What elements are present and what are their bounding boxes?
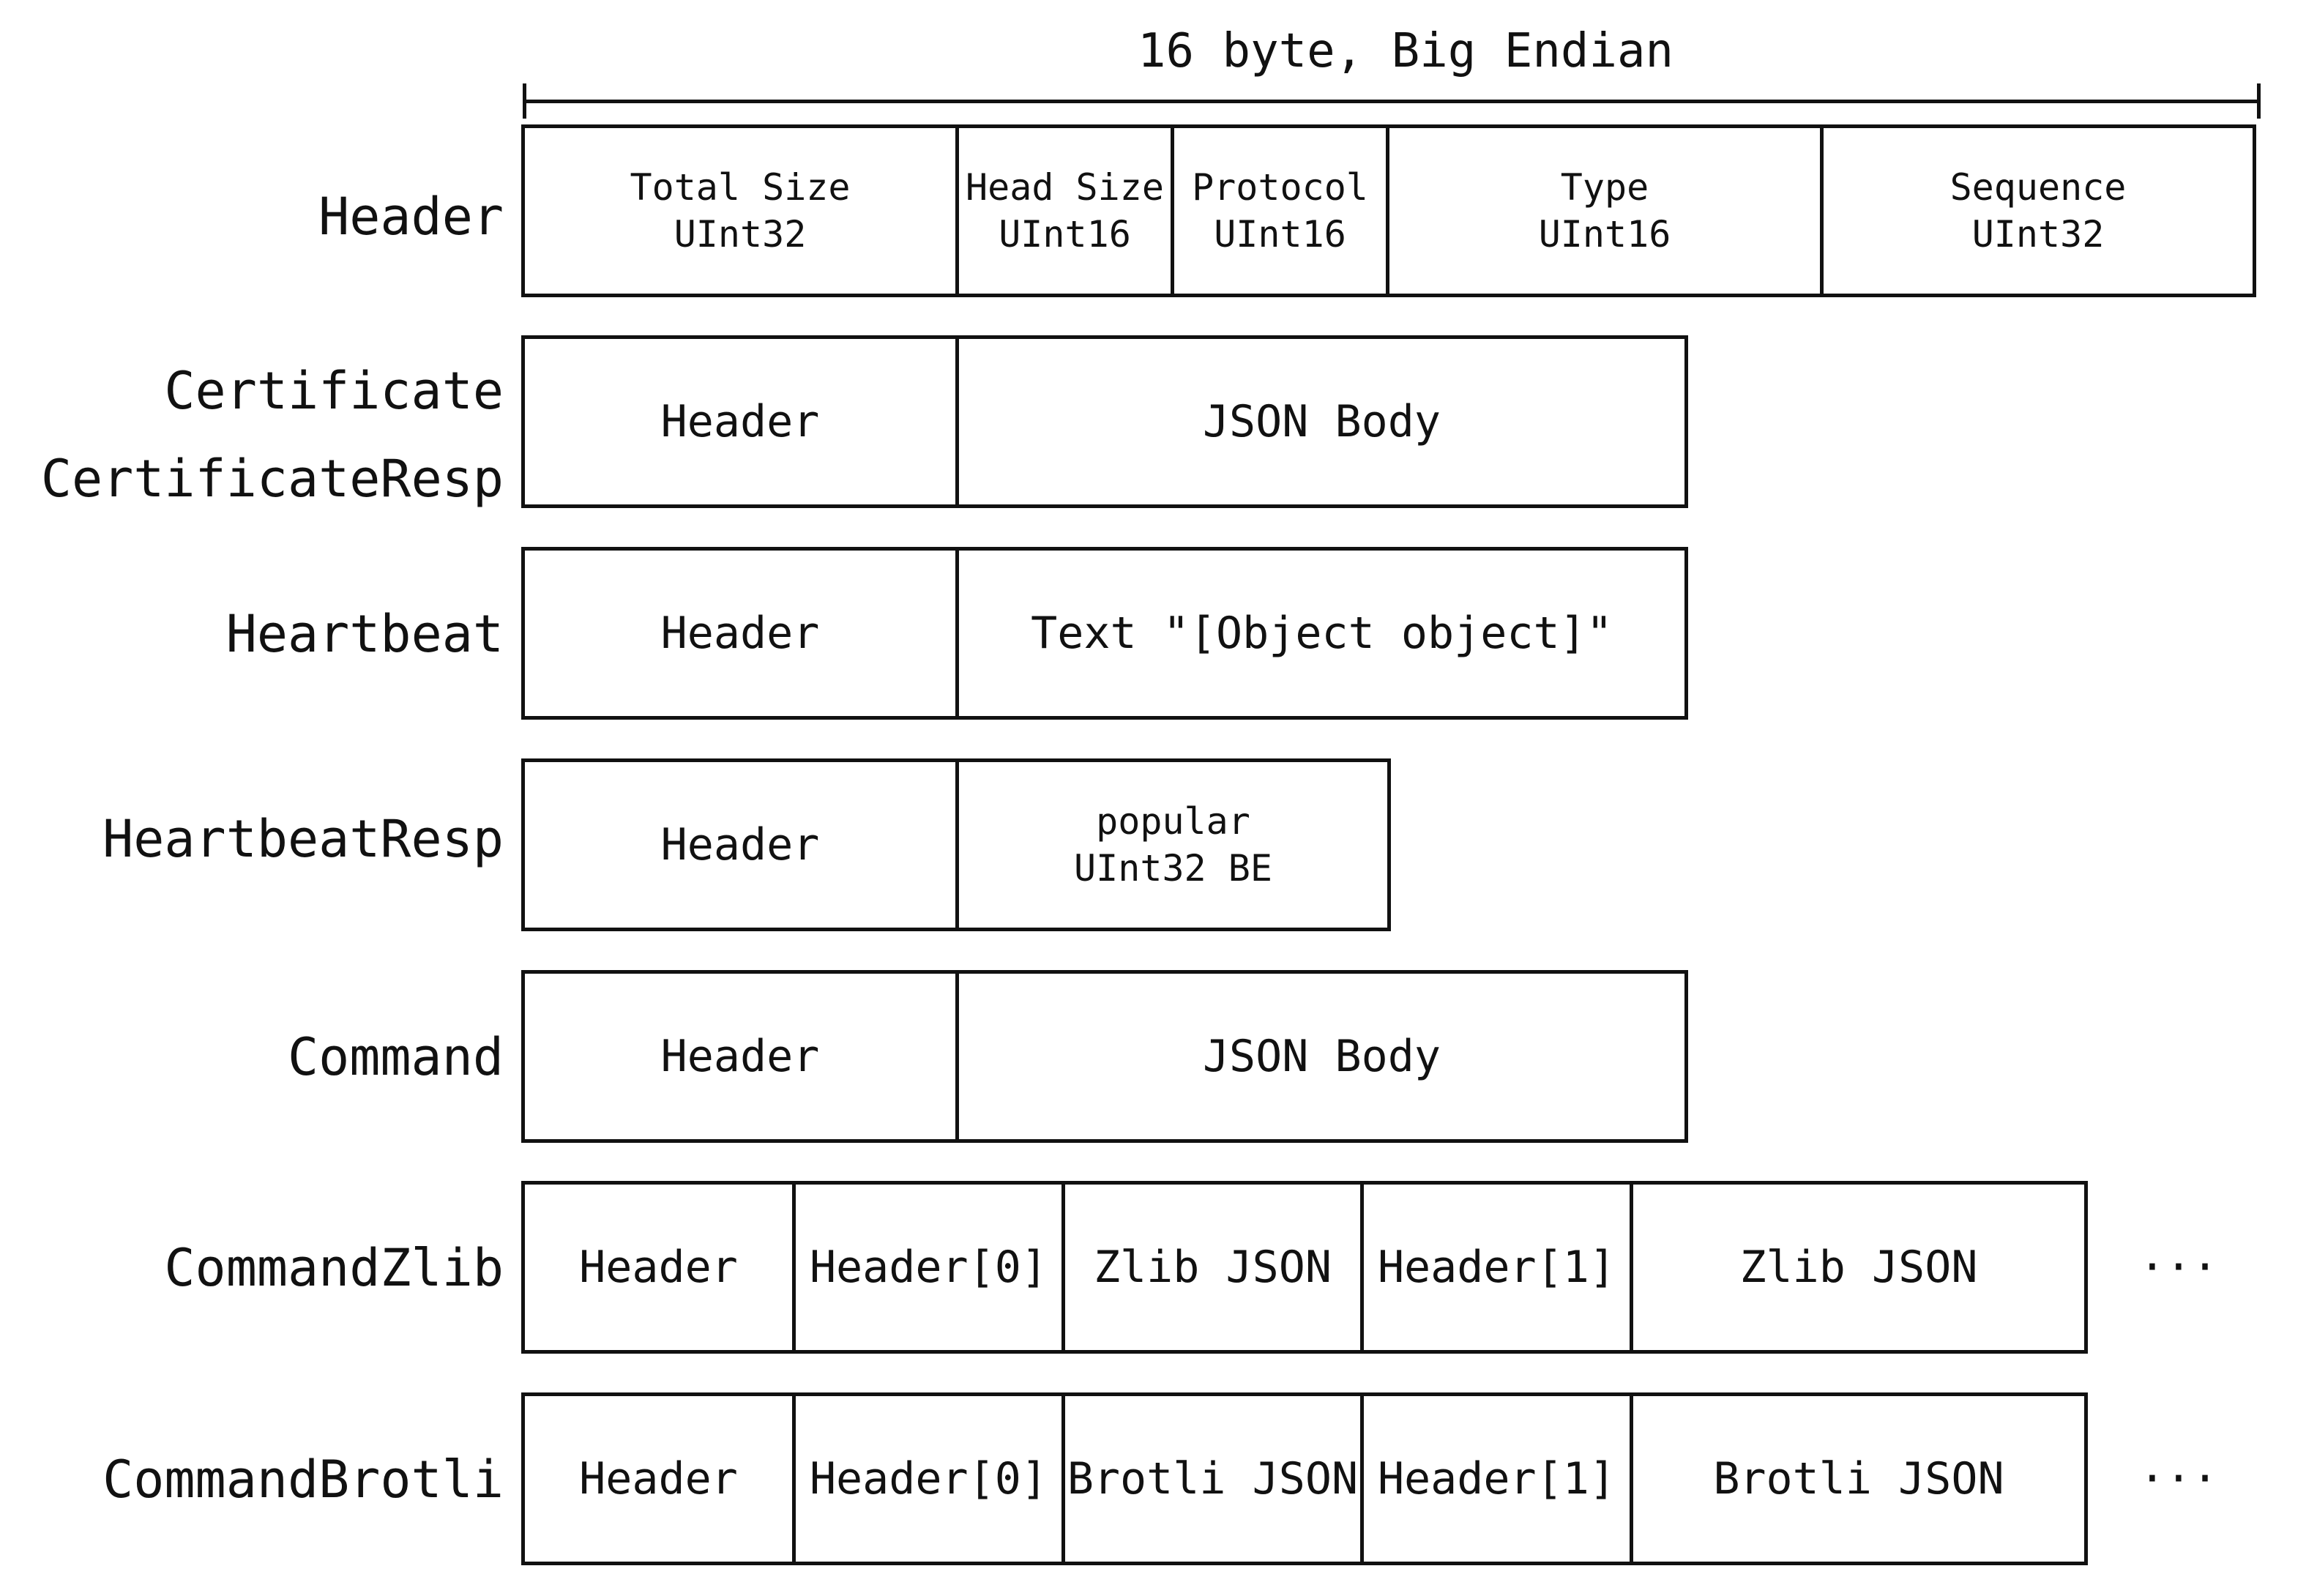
byte-width-ruler bbox=[524, 100, 2259, 103]
text-body-cell: Text "[Object object]" bbox=[1031, 608, 1613, 659]
heartbeat-resp-packet: Header popular UInt32 BE bbox=[521, 758, 1391, 931]
ruler-right-tick bbox=[2257, 83, 2261, 119]
packet-header-cell: Header bbox=[525, 974, 959, 1139]
heartbeat-packet: Header Text "[Object object]" bbox=[521, 547, 1688, 720]
field-name: Total Size bbox=[630, 166, 851, 209]
field-name: Protocol bbox=[1192, 166, 1368, 209]
sub-header-cell: Header[1] bbox=[1364, 1185, 1633, 1350]
row-label-line: CertificateResp bbox=[40, 449, 504, 509]
sub-header-cell: Header[0] bbox=[796, 1396, 1065, 1562]
field-type: UInt32 bbox=[1971, 213, 2105, 256]
field-name: Head Size bbox=[966, 166, 1164, 209]
field-total-size: Total Size UInt32 bbox=[525, 128, 959, 294]
field-sequence: Sequence UInt32 bbox=[1824, 128, 2253, 294]
sub-header-cell: Header[1] bbox=[1364, 1396, 1633, 1562]
row-label-header: Header bbox=[318, 187, 504, 247]
command-zlib-packet: Header Header[0] Zlib JSON Header[1] Zli… bbox=[521, 1181, 2088, 1354]
row-label-command: Command bbox=[287, 1027, 504, 1087]
packet-header-cell: Header bbox=[525, 1396, 796, 1562]
packet-header-cell: Header bbox=[525, 551, 959, 716]
row-label-heartbeat-resp: HeartbeatResp bbox=[102, 809, 504, 869]
json-body-cell: JSON Body bbox=[1202, 1031, 1441, 1082]
field-name: popular bbox=[1096, 800, 1250, 843]
header-packet: Total Size UInt32 Head Size UInt16 Proto… bbox=[521, 124, 2256, 297]
field-type: UInt32 BE bbox=[1074, 847, 1272, 890]
byte-width-label: 16 byte, Big Endian bbox=[1137, 24, 1674, 78]
row-label-command-brotli: CommandBrotli bbox=[102, 1450, 504, 1510]
packet-header-cell: Header bbox=[525, 1185, 796, 1350]
row-label-line: Certificate bbox=[164, 361, 504, 421]
field-name: Sequence bbox=[1949, 166, 2127, 209]
packet-header-cell: Header bbox=[525, 762, 959, 928]
field-type: UInt32 bbox=[673, 213, 807, 256]
json-body-cell: JSON Body bbox=[1202, 396, 1441, 447]
field-type: UInt16 bbox=[999, 213, 1131, 256]
field-type: UInt16 bbox=[1214, 213, 1346, 256]
continuation-ellipsis: ··· bbox=[2138, 1242, 2219, 1293]
popular-field-cell: popular UInt32 BE bbox=[959, 762, 1387, 928]
row-label-heartbeat: Heartbeat bbox=[225, 604, 504, 664]
brotli-json-cell: Brotli JSON bbox=[1713, 1453, 2004, 1504]
brotli-json-cell: Brotli JSON bbox=[1065, 1396, 1364, 1562]
field-type: UInt16 bbox=[1538, 213, 1671, 256]
sub-header-cell: Header[0] bbox=[796, 1185, 1065, 1350]
field-head-size: Head Size UInt16 bbox=[959, 128, 1174, 294]
row-label-certificate: Certificate CertificateResp bbox=[41, 347, 504, 523]
field-type: Type UInt16 bbox=[1389, 128, 1824, 294]
packet-header-cell: Header bbox=[525, 339, 959, 504]
continuation-ellipsis: ··· bbox=[2138, 1453, 2219, 1504]
zlib-json-cell: Zlib JSON bbox=[1739, 1242, 1978, 1293]
zlib-json-cell: Zlib JSON bbox=[1065, 1185, 1364, 1350]
ruler-left-tick bbox=[523, 83, 526, 119]
command-packet: Header JSON Body bbox=[521, 970, 1688, 1143]
command-brotli-packet: Header Header[0] Brotli JSON Header[1] B… bbox=[521, 1392, 2088, 1565]
row-label-command-zlib: CommandZlib bbox=[164, 1238, 504, 1298]
field-name: Type bbox=[1560, 166, 1649, 209]
field-protocol: Protocol UInt16 bbox=[1174, 128, 1389, 294]
certificate-packet: Header JSON Body bbox=[521, 335, 1688, 508]
